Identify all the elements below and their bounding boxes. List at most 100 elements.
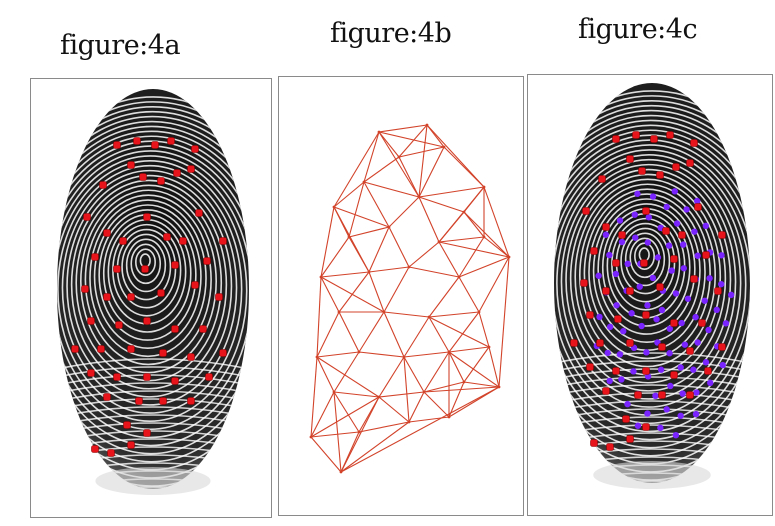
triangulation-edge [317,312,339,357]
feature-point [718,281,724,287]
triangulation-edge [419,197,439,242]
feature-point [606,252,612,258]
triangulation-edge [384,312,404,357]
triangulation-vertex [443,146,446,149]
minutia-point [82,286,89,293]
minutia-point [200,326,207,333]
triangulation-vertex [483,236,486,239]
feature-point [673,432,679,438]
minutia-point [160,398,167,405]
feature-point [663,204,669,210]
minutia-point [641,260,648,267]
feature-point [658,367,664,373]
minutia-point [627,156,634,163]
minutia-point [128,442,135,449]
feature-point [657,425,663,431]
minutia-point [703,252,710,259]
triangulation-edge [369,227,389,272]
minutia-point [128,346,135,353]
minutia-point [581,280,588,287]
triangulation-edge [479,312,489,347]
minutia-point [699,320,706,327]
feature-point [653,316,659,322]
triangulation-vertex [463,211,466,214]
caption-figure-4a: figure:4a [60,30,180,61]
smudge [593,461,711,489]
feature-point [693,389,699,395]
feature-point [650,193,656,199]
minutia-point [635,392,642,399]
triangulation-edge [439,242,509,257]
triangulation-edge [321,272,369,277]
triangulation-edge [384,267,409,312]
minutia-point [172,326,179,333]
triangulation-edge [404,357,424,392]
minutia-point [623,416,630,423]
minutia-point [691,140,698,147]
minutia-point [613,368,620,375]
triangulation-edge [341,422,409,472]
triangulation-vertex [448,351,451,354]
minutia-point [607,444,614,451]
feature-point [706,275,712,281]
minutia-point [144,318,151,325]
feature-point [673,290,679,296]
triangulation-edge [404,357,409,422]
triangulation-vertex [423,391,426,394]
feature-point [666,350,672,356]
feature-point [683,206,689,212]
triangulation-vertex [388,226,391,229]
feature-point [607,324,613,330]
triangulation-edge [389,197,419,227]
minutia-point [128,294,135,301]
minutia-point [627,436,634,443]
triangulation-vertex [408,266,411,269]
minutia-point [188,166,195,173]
minutia-point [104,394,111,401]
minutia-point [116,322,123,329]
triangulation-edge [334,352,359,392]
minutia-point [583,208,590,215]
minutia-point [615,316,622,323]
triangulation-vertex [378,131,381,134]
feature-point [728,292,734,298]
minutia-point [679,232,686,239]
minutia-point [142,266,149,273]
minutia-point [216,294,223,301]
triangulation-edge [311,357,317,437]
feature-point [679,390,685,396]
minutia-point [691,276,698,283]
feature-point [663,406,669,412]
feature-point [624,401,630,407]
feature-point [652,393,658,399]
feature-point [607,378,613,384]
minutia-point [687,160,694,167]
minutia-point [220,350,227,357]
triangulation-edge [317,352,359,357]
feature-point [632,211,638,217]
triangulation-vertex [310,436,313,439]
triangulation-vertex [403,356,406,359]
feature-point [694,339,700,345]
triangulation-vertex [378,396,381,399]
triangulation-vertex [338,311,341,314]
triangulation-vertex [333,391,336,394]
minutia-point [114,142,121,149]
minutia-point [192,282,199,289]
minutia-point [627,340,634,347]
triangulation-edge [439,242,459,277]
minutia-point [597,340,604,347]
feature-point [720,362,726,368]
minutia-point [603,388,610,395]
minutia-point [108,450,115,457]
minutia-point [158,290,165,297]
triangulation-vertex [358,351,361,354]
minutia-point [144,430,151,437]
triangulation-edge [364,182,389,227]
fingerprint-ridges [31,79,271,517]
minutia-point [627,288,634,295]
minutia-point [613,260,620,267]
minutia-point [158,178,165,185]
triangulation-vertex [348,236,351,239]
triangulation-edge [459,277,479,312]
